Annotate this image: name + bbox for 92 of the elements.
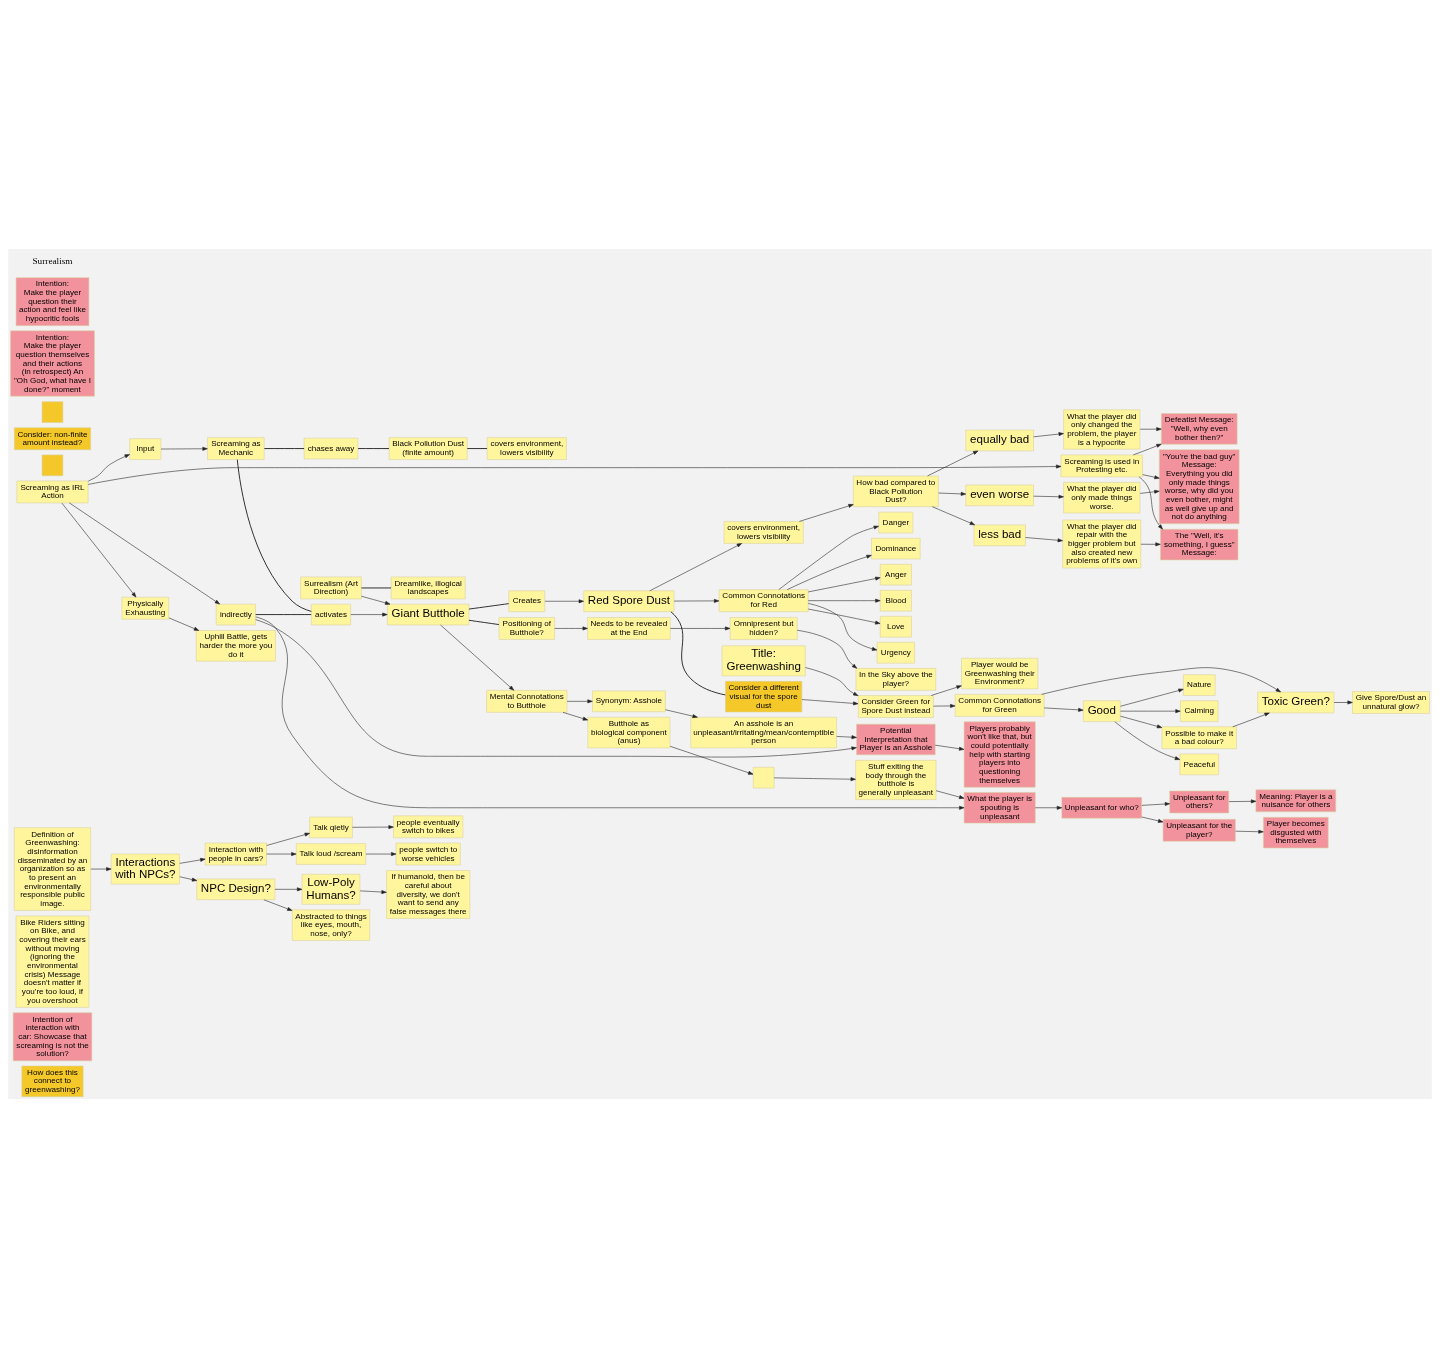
node-box: less bad [973,524,1026,546]
arrow [160,446,208,451]
connector [236,459,312,612]
connector [263,448,305,450]
arrow [554,626,588,631]
arrow [773,777,856,782]
arrow [1043,707,1084,712]
arrow [263,899,293,911]
arrow [805,667,859,696]
node-box: equally bad [965,429,1034,452]
arrow [808,603,878,651]
arrow [1133,443,1162,456]
arrow [87,454,130,482]
arrow [1139,489,1160,494]
node-box: Low-Poly Humans? [301,874,361,905]
node-box [41,454,64,477]
arrow [352,825,394,829]
arrow [1141,802,1170,806]
arrow [179,876,198,882]
arrow [797,630,858,669]
arrow [266,852,297,856]
node-box: Interactions with NPCs? [110,853,180,885]
arrow [1235,829,1264,834]
arrow [649,543,742,592]
node-box: Good [1082,700,1121,722]
arrow [935,790,965,799]
node-box: Giant Butthole [387,603,470,626]
arrow [932,506,975,526]
arrow [1114,721,1181,760]
arrow [1120,709,1181,714]
arrow [69,502,220,605]
arrow [1033,494,1064,499]
arrow [930,685,962,696]
arrow [365,852,397,856]
arrow [1025,537,1063,543]
arrow [786,554,872,590]
arrow [1140,542,1161,547]
node-box [41,401,64,423]
arrow [566,699,593,704]
arrow [274,887,303,892]
arrow [544,599,584,604]
arrow [1120,688,1184,707]
arrow [90,867,112,871]
node-box: Title: Greenwashing [721,645,806,677]
arrow [350,612,388,617]
arrow [1035,805,1063,810]
arrow [168,617,200,631]
connector [466,448,488,450]
arrow [1139,427,1162,432]
arrow [1041,667,1281,695]
arrow [1141,816,1164,823]
node-box: Red Spore Dust [583,590,675,612]
node-box: even worse [965,484,1034,507]
arrow [670,626,731,631]
arrow [440,624,515,691]
arrow [1138,476,1163,530]
arrow [1142,474,1160,480]
arrow [266,832,310,846]
arrow [927,450,979,477]
arrow [359,890,387,894]
connector [670,611,726,696]
arrow [673,599,720,603]
arrow [361,595,391,605]
arrow [1228,799,1257,804]
node-box [752,767,775,789]
arrow [665,709,698,718]
arrow [1333,700,1353,705]
connector [255,614,312,616]
arrow [807,576,881,593]
connector [468,619,500,626]
connector [468,603,510,610]
arrow [934,744,965,751]
node-box: NPC Design? [196,878,276,900]
arrow [61,502,137,598]
arrow [807,608,881,625]
arrow [87,464,1062,485]
arrow [933,704,956,708]
arrow [836,735,857,740]
arrow [669,746,754,775]
arrow [1033,432,1064,438]
arrow [801,699,859,706]
node-box: Toxic Green? [1257,691,1335,714]
arrow [807,598,881,603]
arrow [562,712,588,721]
arrow [1232,712,1270,728]
arrow [799,504,854,522]
label: Surrealism [32,255,73,266]
arrow [1120,715,1163,729]
arrow [778,525,879,590]
arrow [179,858,206,864]
connector [357,448,390,450]
arrow [938,492,967,496]
